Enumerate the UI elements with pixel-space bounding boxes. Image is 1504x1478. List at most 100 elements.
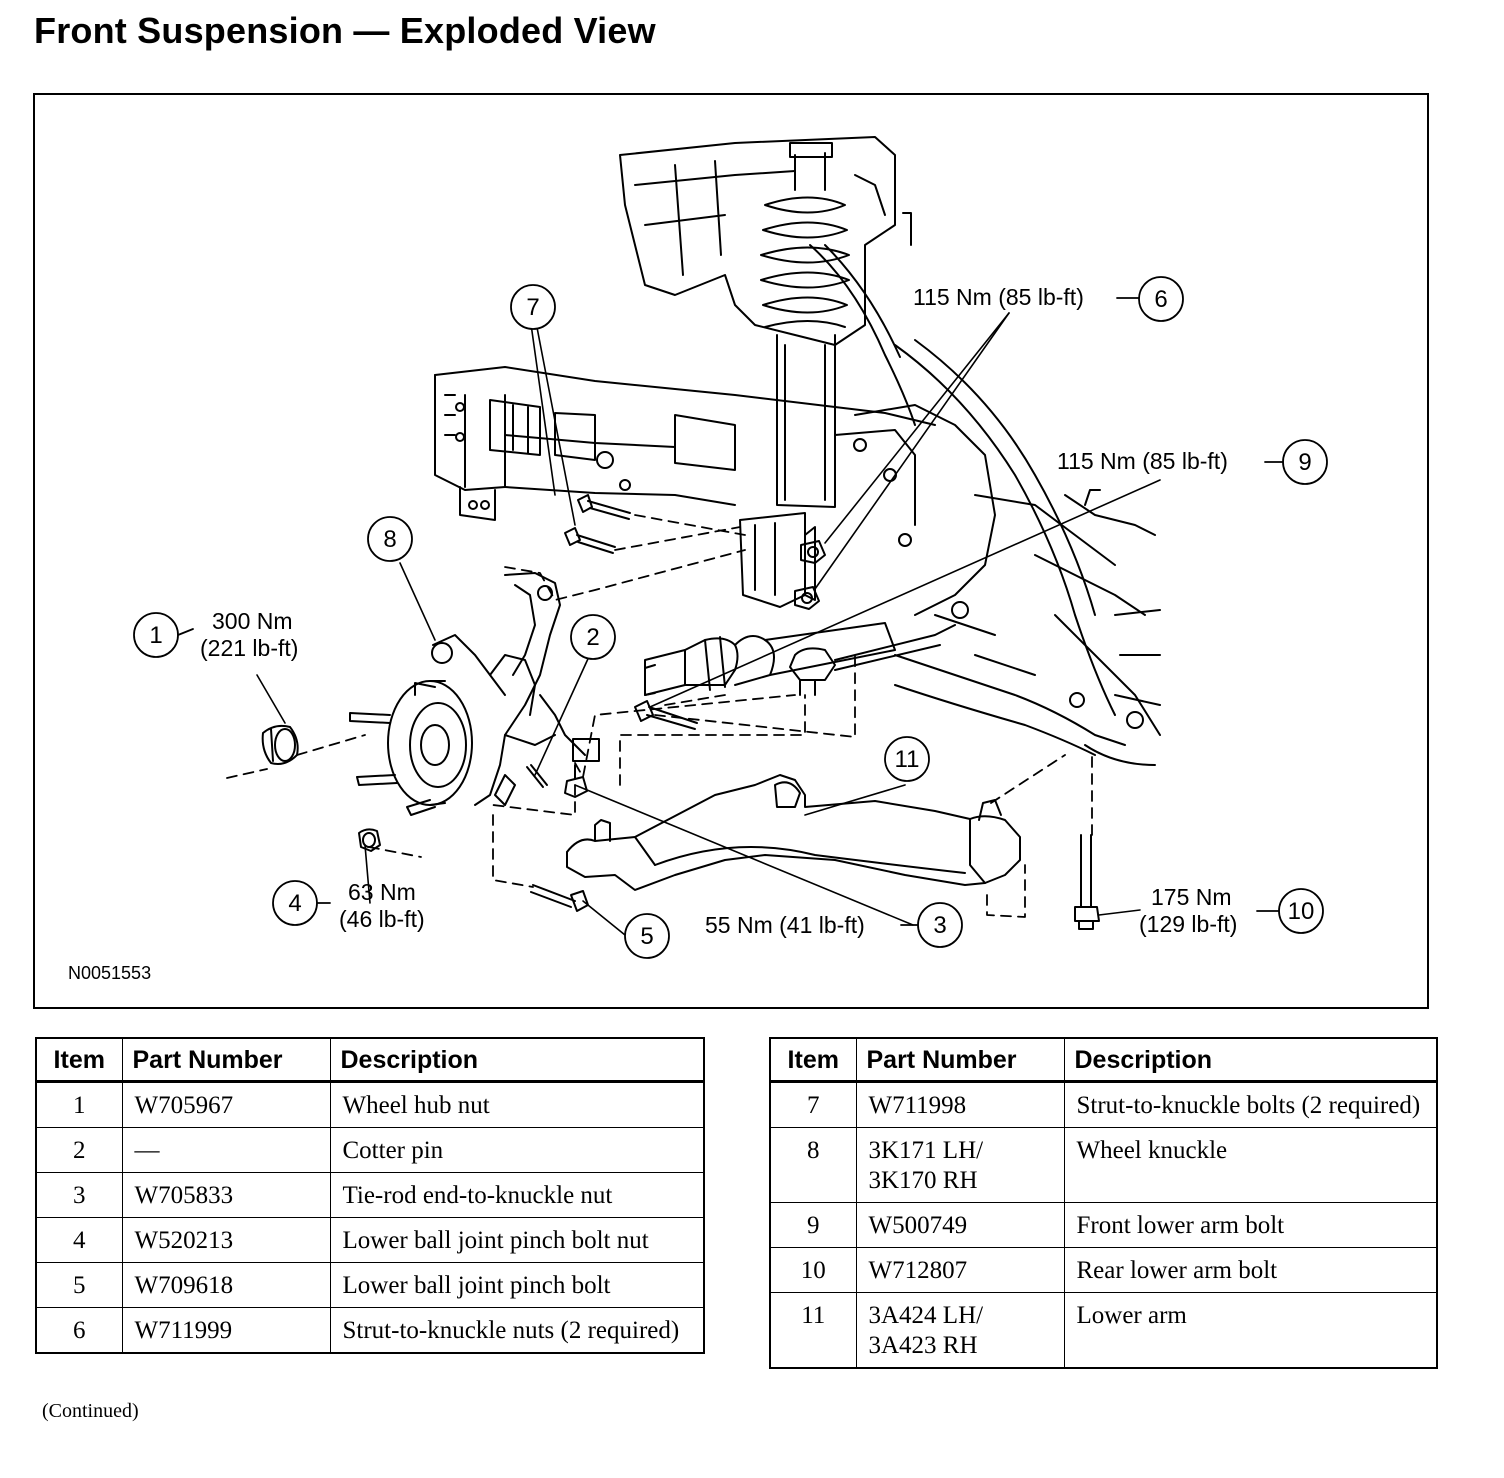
parts-table-left: Item Part Number Description 1 W705967 W… <box>35 1037 705 1354</box>
item-cell: 1 <box>35 1081 123 1128</box>
alignment-lines <box>226 514 1093 918</box>
part-number-cell: W711998 <box>855 1081 1065 1128</box>
strut-to-knuckle-nuts <box>794 540 826 610</box>
callout-bubbles <box>133 276 1328 959</box>
item-cell: 10 <box>769 1247 857 1293</box>
callout-5-number: 5 <box>640 923 653 950</box>
description-cell: Lower arm <box>1063 1292 1438 1369</box>
table-row: 2 — Cotter pin <box>35 1127 705 1173</box>
label-dashes <box>177 297 1284 926</box>
description-cell: Wheel hub nut <box>329 1081 705 1128</box>
item-cell: 7 <box>769 1081 857 1128</box>
description-cell: Cotter pin <box>329 1127 705 1173</box>
continued-note: (Continued) <box>42 1400 139 1422</box>
column-header-part-number: Part Number <box>855 1037 1065 1083</box>
strut-to-knuckle-bolts <box>564 494 631 554</box>
wheel-hub-nut <box>261 724 299 765</box>
pinch-bolt <box>530 884 589 912</box>
description-cell: Strut-to-knuckle bolts (2 required) <box>1063 1081 1438 1128</box>
callout-3-number: 3 <box>933 912 946 939</box>
torque-3: 55 Nm (41 lb-ft) <box>705 912 865 938</box>
part-number-cell: W712807 <box>855 1247 1065 1293</box>
wheel-knuckle <box>431 572 600 806</box>
exploded-view-figure: 1 2 3 4 5 6 7 8 9 10 11 300 Nm (221 lb-f… <box>33 93 1429 1009</box>
tie-rod-end <box>789 624 956 696</box>
part-number-cell: W520213 <box>121 1217 331 1263</box>
coil-spring <box>760 142 850 328</box>
page-title: Front Suspension — Exploded View <box>34 10 656 51</box>
part-number-cell: 3K171 LH/ 3K170 RH <box>855 1127 1065 1203</box>
column-header-description: Description <box>329 1037 705 1083</box>
callout-2-number: 2 <box>586 624 599 651</box>
description-cell: Wheel knuckle <box>1063 1127 1438 1203</box>
description-cell: Front lower arm bolt <box>1063 1202 1438 1248</box>
torque-4-line-1: 63 Nm <box>348 879 416 905</box>
column-header-item: Item <box>35 1037 123 1083</box>
lower-arm <box>566 774 1021 891</box>
torque-10-line-1: 175 Nm <box>1151 884 1232 910</box>
item-cell: 2 <box>35 1127 123 1173</box>
item-cell: 9 <box>769 1202 857 1248</box>
column-header-part-number: Part Number <box>121 1037 331 1083</box>
table-row: 8 3K171 LH/ 3K170 RH Wheel knuckle <box>769 1127 1438 1203</box>
column-header-item: Item <box>769 1037 857 1083</box>
description-cell: Rear lower arm bolt <box>1063 1247 1438 1293</box>
callout-4-number: 4 <box>288 890 301 917</box>
leader-lines <box>256 312 1161 936</box>
description-cell: Lower ball joint pinch bolt <box>329 1262 705 1308</box>
wheel-hub <box>349 680 473 816</box>
table-row: 5 W709618 Lower ball joint pinch bolt <box>35 1262 705 1308</box>
strut <box>739 244 916 608</box>
callout-6-number: 6 <box>1154 286 1167 313</box>
item-cell: 11 <box>769 1292 857 1369</box>
description-cell: Strut-to-knuckle nuts (2 required) <box>329 1307 705 1354</box>
tie-rod-nut <box>564 764 588 798</box>
rear-lower-arm-bolt <box>1074 834 1100 930</box>
part-number-cell: W705833 <box>121 1172 331 1218</box>
crossmember <box>894 601 1126 756</box>
description-cell: Tie-rod end-to-knuckle nut <box>329 1172 705 1218</box>
part-number-cell: 3A424 LH/ 3A423 RH <box>855 1292 1065 1369</box>
table-row: 9 W500749 Front lower arm bolt <box>769 1202 1438 1248</box>
table-row: 6 W711999 Strut-to-knuckle nuts (2 requi… <box>35 1307 705 1354</box>
torque-10-line-2: (129 lb-ft) <box>1139 911 1237 937</box>
item-cell: 5 <box>35 1262 123 1308</box>
callout-8-number: 8 <box>383 526 396 553</box>
item-cell: 4 <box>35 1217 123 1263</box>
table-row: 11 3A424 LH/ 3A423 RH Lower arm <box>769 1292 1438 1369</box>
column-header-description: Description <box>1063 1037 1438 1083</box>
description-cell: Lower ball joint pinch bolt nut <box>329 1217 705 1263</box>
part-number-cell: W705967 <box>121 1081 331 1128</box>
suspension-drawing: 1 2 3 4 5 6 7 8 9 10 11 300 Nm (221 lb-f… <box>68 136 1328 983</box>
torque-1-line-1: 300 Nm <box>212 608 293 634</box>
part-number-cell: W500749 <box>855 1202 1065 1248</box>
table-header-row: Item Part Number Description <box>769 1037 1438 1083</box>
torque-6: 115 Nm (85 lb-ft) <box>913 284 1084 310</box>
callout-11-number: 11 <box>895 746 920 773</box>
halfshaft <box>644 622 896 696</box>
table-row: 4 W520213 Lower ball joint pinch bolt nu… <box>35 1217 705 1263</box>
subframe-rail <box>434 366 936 521</box>
torque-4-line-2: (46 lb-ft) <box>339 906 425 932</box>
table-row: 3 W705833 Tie-rod end-to-knuckle nut <box>35 1172 705 1218</box>
item-cell: 8 <box>769 1127 857 1203</box>
figure-id: N0051553 <box>68 963 151 983</box>
table-row: 10 W712807 Rear lower arm bolt <box>769 1247 1438 1293</box>
strut-tower-body <box>619 136 912 346</box>
part-number-cell: W711999 <box>121 1307 331 1354</box>
item-cell: 3 <box>35 1172 123 1218</box>
part-number-cell: — <box>121 1127 331 1173</box>
torque-labels: 300 Nm (221 lb-ft) 55 Nm (41 lb-ft) 63 N… <box>200 284 1237 938</box>
torque-1-line-2: (221 lb-ft) <box>200 635 298 661</box>
table-header-row: Item Part Number Description <box>35 1037 705 1083</box>
callout-numbers: 1 2 3 4 5 6 7 8 9 10 11 <box>149 286 1314 950</box>
callout-9-number: 9 <box>1298 449 1311 476</box>
callout-7-number: 7 <box>526 294 539 321</box>
cotter-pin <box>526 764 548 788</box>
callout-10-number: 10 <box>1288 898 1315 925</box>
torque-9: 115 Nm (85 lb-ft) <box>1057 448 1228 474</box>
table-row: 7 W711998 Strut-to-knuckle bolts (2 requ… <box>769 1081 1438 1128</box>
part-number-cell: W709618 <box>121 1262 331 1308</box>
table-row: 1 W705967 Wheel hub nut <box>35 1081 705 1128</box>
callout-1-number: 1 <box>149 622 162 649</box>
